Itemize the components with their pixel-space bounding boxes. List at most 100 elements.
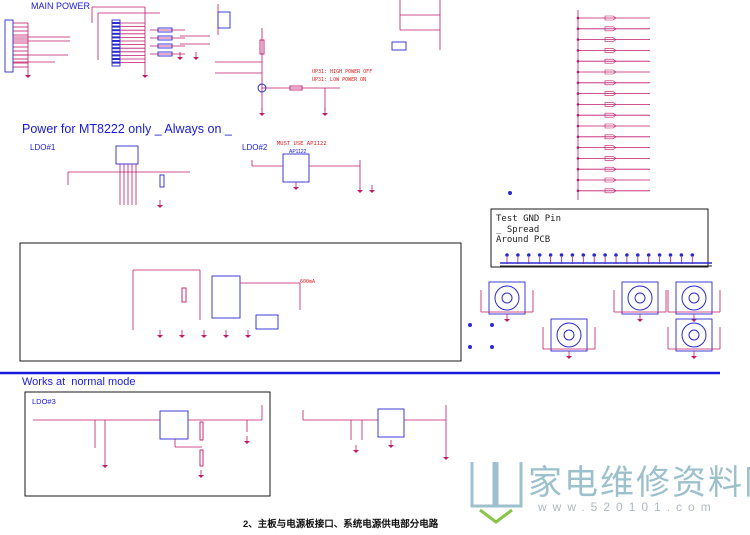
ground-symbol [201,335,207,338]
test-pin [559,253,564,257]
mounting-hole [675,318,713,352]
net-label [604,80,617,86]
ground-symbol [179,335,185,338]
test-pin [537,253,542,257]
test-pin [646,253,651,257]
net-label [604,102,617,107]
test-pin [614,253,618,257]
watermark-url: www.520101.com [538,500,717,514]
test-pin [657,253,662,257]
ground-symbol [223,335,229,338]
ldo2-label: LDO#2 [242,143,268,152]
resistor [259,39,265,55]
connector-pin [112,50,120,53]
test-pin [679,253,684,257]
ground-symbol [193,57,199,60]
test-gnd-frame [490,208,709,268]
test-pin [668,253,673,257]
inductor [157,43,173,49]
ldo1-label: LDO#1 [30,143,56,152]
main-power-label: MAIN POWER [30,1,92,11]
mounting-hole [621,281,659,315]
inductor-block [255,314,279,330]
mounting-hole-ring [627,285,653,311]
normal-mode-title: Works at normal mode [22,376,136,388]
resistor [181,287,187,303]
watermark-book-icon [470,462,523,508]
regulator-ldo1 [115,145,139,165]
regulator-ic [211,275,241,319]
test-pin [490,323,494,327]
connector-cn2 [111,19,121,67]
ground-symbol [25,75,31,78]
ground-symbol [259,113,265,116]
connector-pin [112,32,120,35]
test-pin [468,345,472,349]
ground-symbol [177,57,183,60]
power-section-title: Power for MT8222 only _ Always on _ [22,122,232,136]
test-pin [548,253,553,257]
test-pin [527,253,531,257]
capacitor [159,174,165,188]
capacitor [217,11,231,29]
mounting-hole-ring [494,285,520,311]
ldo3-label: LDO#3 [32,397,56,406]
regulator-ldo3 [159,410,189,440]
ldo-box-frame [19,242,462,362]
connector-cn1 [4,19,14,73]
net-label [604,26,617,32]
net-label [604,145,617,150]
test-pin [468,323,472,327]
test-gnd-line: Around PCB [496,235,551,245]
test-gnd-line: _ Spread [496,224,540,235]
ldo2-chip-label: AP1122 [289,149,307,155]
mounting-hole [550,318,588,352]
connector-pin [112,47,120,50]
ground-symbol [245,335,251,338]
connector-pin [112,22,120,24]
ground-symbol [566,356,572,359]
watermark-check-icon [479,508,513,524]
connector-pin [112,58,120,60]
net-label [604,37,617,42]
ground-symbol [504,319,510,322]
test-pin [490,345,494,349]
regulator-ap1122 [282,153,310,183]
net-label [604,15,617,21]
up31-off-note: UP31: HIGH POWER OFF [312,69,373,75]
ground-symbol [443,457,449,460]
ground-symbol [637,319,643,322]
ground-symbol [157,335,163,338]
inductor [157,27,173,33]
resistor [199,421,204,441]
mounting-hole-center [501,292,513,304]
test-pin [505,253,509,257]
connector-pin [112,40,120,42]
mounting-hole-ring [681,285,707,311]
net-label [604,166,617,172]
connector-pin [112,61,120,64]
ground-symbol [198,475,204,478]
connector-pin [112,25,120,28]
test-pin [516,253,520,257]
ground-symbol [357,190,363,193]
fuse [391,41,407,51]
net-label [604,91,617,96]
mounting-hole-center [634,292,646,304]
test-pin [690,253,695,257]
test-pin [508,191,512,195]
ground-symbol [353,450,359,453]
net-label [604,188,617,194]
up31-on-note: UP31: LOW POWER ON [312,77,367,83]
net-label [604,123,617,129]
regulator-ic2 [377,408,405,438]
mounting-hole-ring [681,322,707,348]
mounting-hole [675,281,713,315]
net-label [604,134,617,140]
net-label [604,48,617,53]
mounting-hole-center [563,329,575,341]
mounting-hole-center [688,292,700,304]
test-pin [625,253,629,257]
